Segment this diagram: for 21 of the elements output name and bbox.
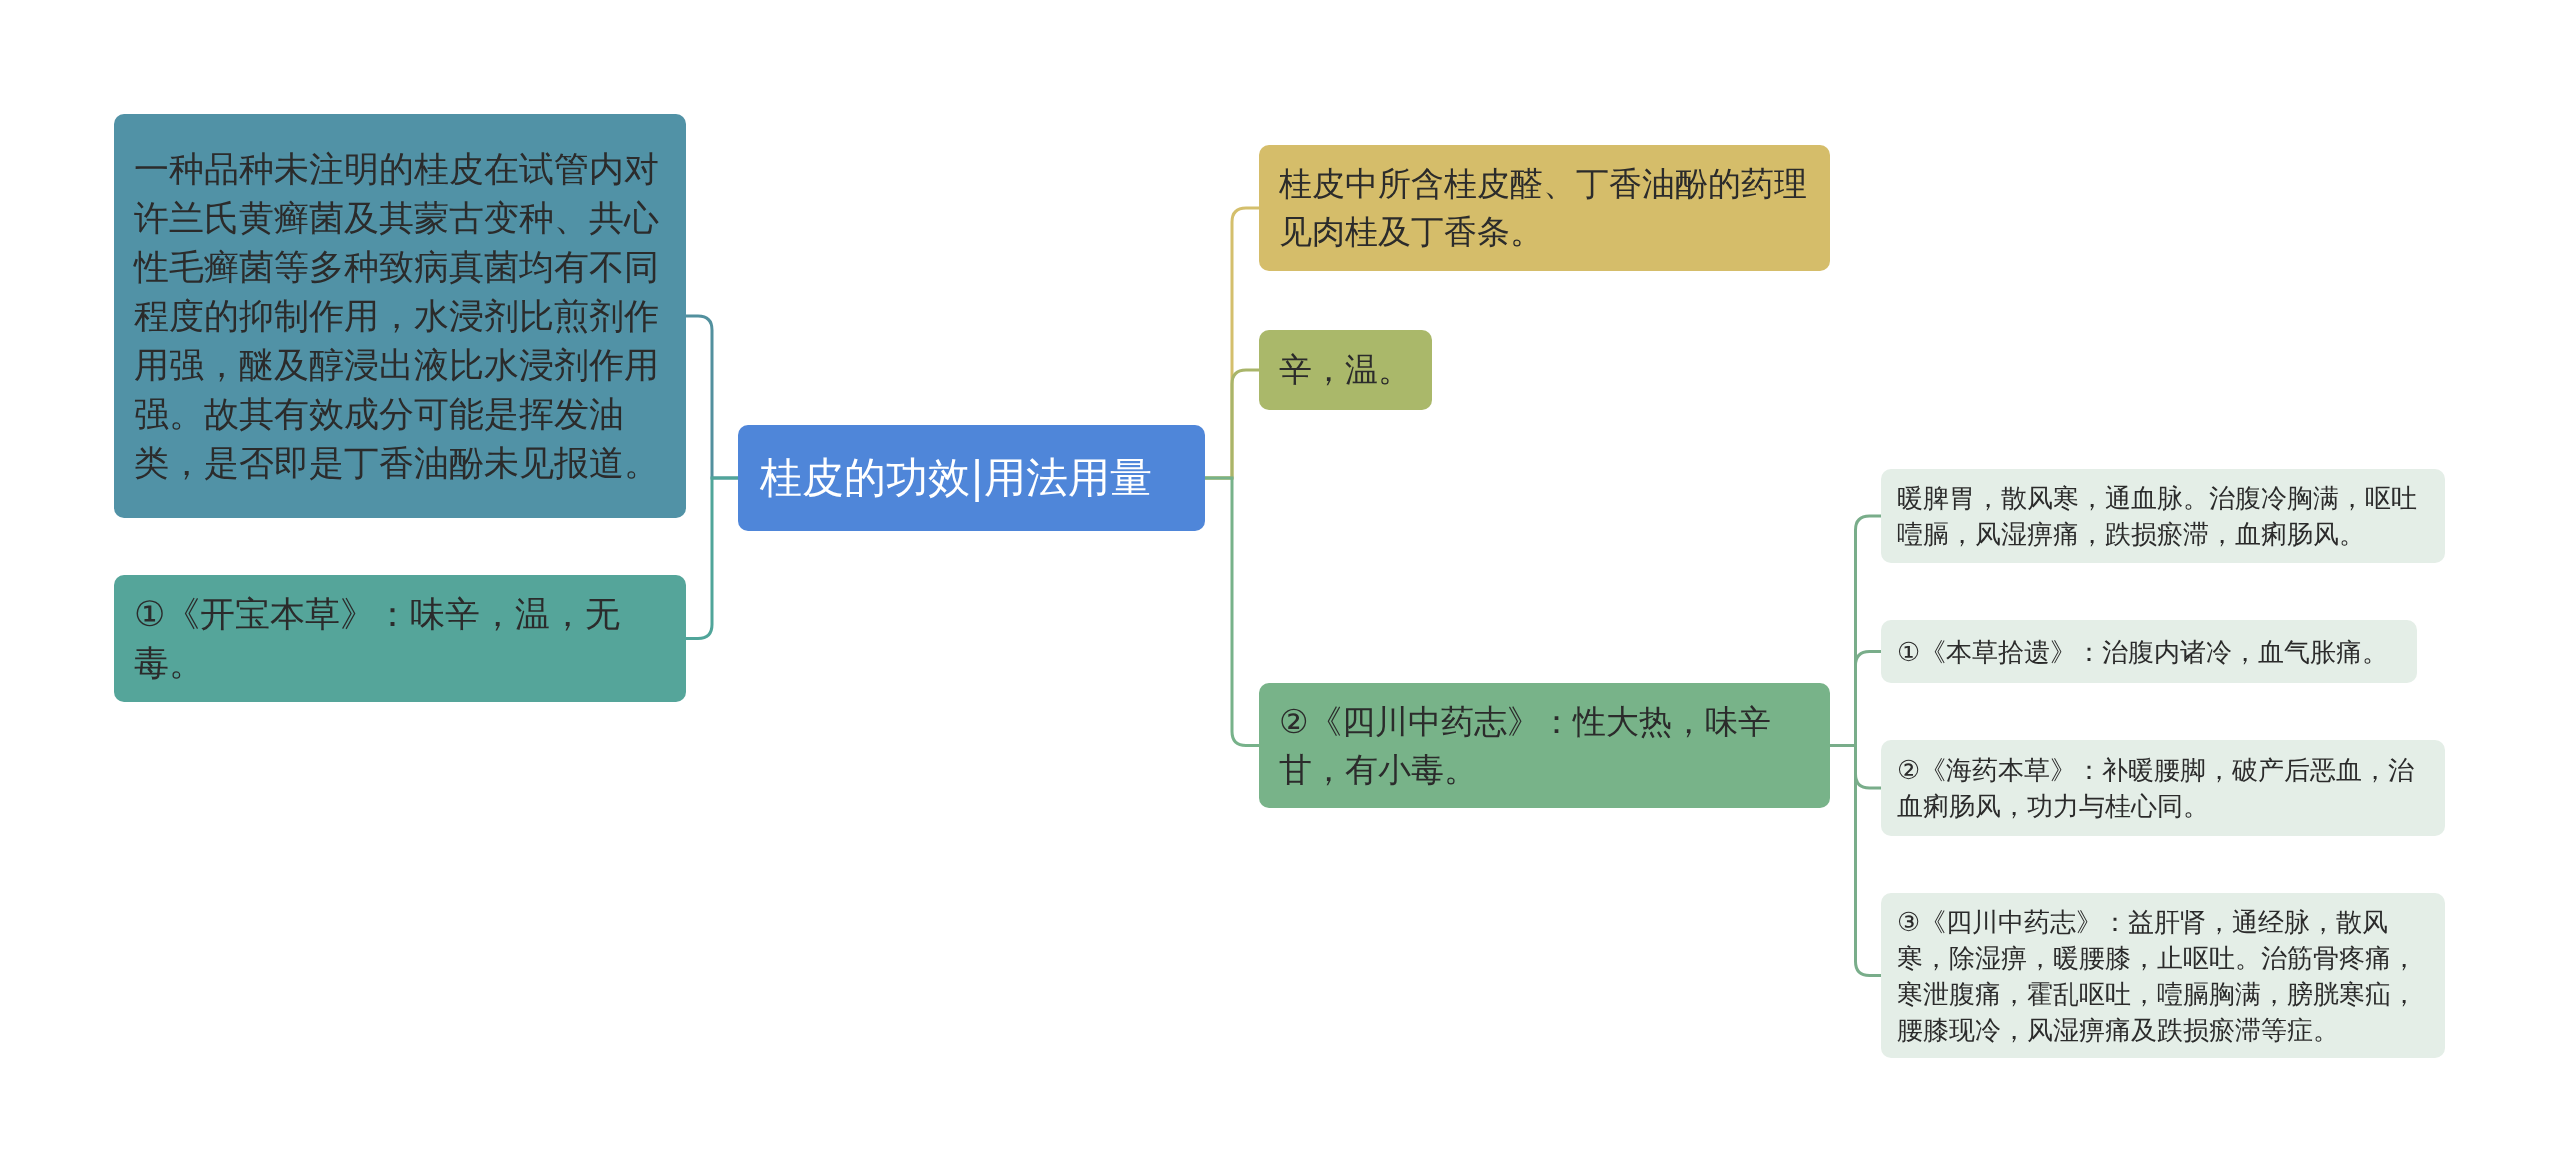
topic-box (1259, 683, 1830, 808)
topic-text: 暖脾胃，散风寒，通血脉。治腹冷胸满，呕吐噎膈，风湿痹痛，跌损瘀滞，血痢肠风。 (1897, 482, 2418, 551)
topic-box (1881, 893, 2445, 1058)
topic-box (1259, 330, 1432, 410)
connector (1830, 744, 1881, 977)
topic-text: 一种品种未注明的桂皮在试管内对许兰氏黄癣菌及其蒙古变种、共心性毛癣菌等多种致病真菌均有不同程度的抑制作用，水浸剂比煎剂作用强，醚及醇浸出液比水浸剂作用强。故其有效成分可能是挥发油类，是否即是丁香油酚未见报道。 (134, 147, 660, 485)
topic-text: ②《海药本草》：补暖腰脚，破产后恶血，治血痢肠风，功力与桂心同。 (1897, 754, 2416, 823)
topic-box (1881, 740, 2445, 836)
topic-text: 桂皮的功效|用法用量 (760, 452, 1154, 504)
topic-text: 桂皮中所含桂皮醛、丁香油酚的药理见肉桂及丁香条。 (1279, 163, 1808, 253)
topic-box (114, 114, 686, 518)
topic-box (1259, 145, 1830, 271)
topic-box (1881, 469, 2445, 563)
topic-box (114, 575, 686, 702)
topic-text: 辛，温。 (1279, 349, 1412, 391)
topic-text: ②《四川中药志》：性大热，味辛甘，有小毒。 (1279, 700, 1772, 791)
central-topic-box (738, 425, 1205, 531)
topic-text: ①《开宝本草》：味辛，温，无毒。 (134, 592, 622, 685)
topic-text: ③《四川中药志》：益肝肾，通经脉，散风寒，除湿痹，暖腰膝，止呕吐。治筋骨疼痛，寒泄腹痛，霍乱呕吐，噎膈胸满，膀胱寒疝，腰膝现冷，风湿痹痛及跌损瘀滞等症。 (1897, 905, 2418, 1047)
topic-text: ①《本草拾遗》：治腹内诸冷，血气胀痛。 (1897, 635, 2390, 669)
topic-box (1881, 620, 2417, 683)
